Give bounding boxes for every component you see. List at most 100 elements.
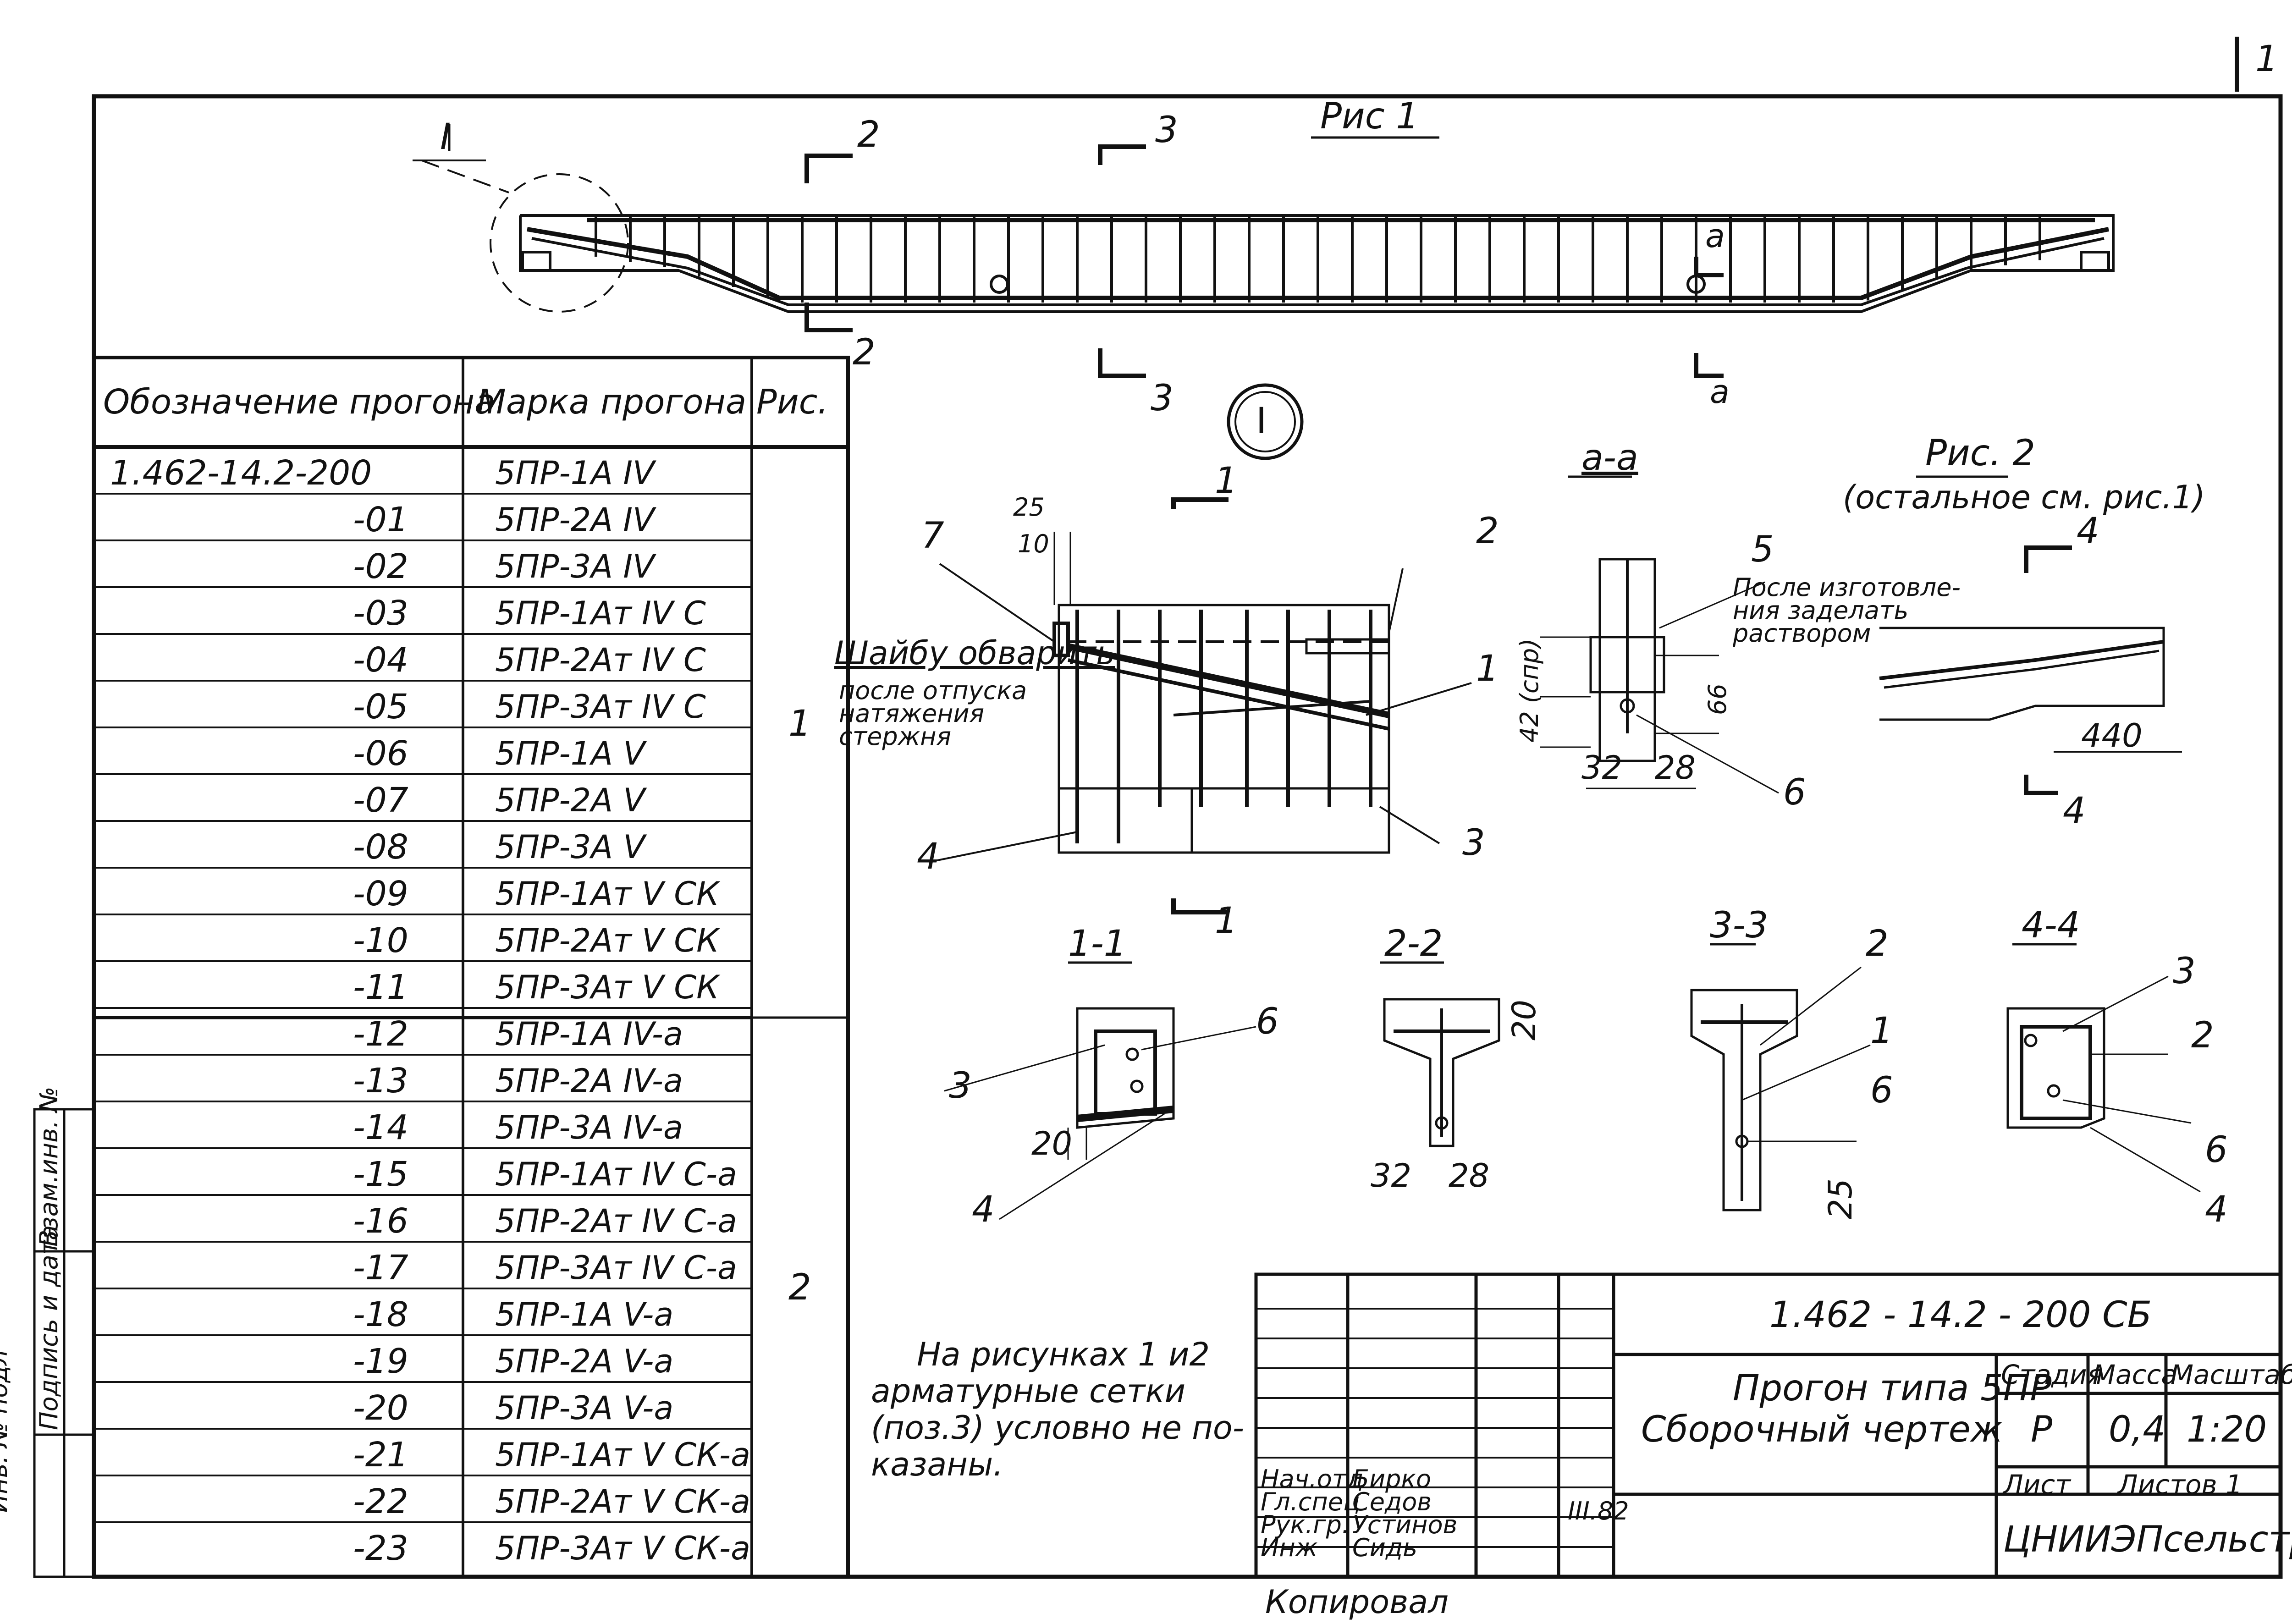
table-row-mark: 5ПР-3А IV	[495, 548, 655, 585]
section-3-3	[1690, 943, 1871, 1211]
detail-dim-25: 25	[1013, 493, 1045, 522]
title-block	[1254, 1272, 2282, 1579]
section-44-c3: 3	[2173, 951, 2196, 992]
fig-group-1: 1	[788, 703, 811, 744]
person-name: Устинов	[1352, 1510, 1458, 1539]
table-row-mark: 5ПР-1А IV	[495, 454, 655, 492]
table-row-code: -12	[353, 1014, 408, 1054]
detail-callout-2: 2	[1476, 511, 1499, 552]
table-row-code: -17	[353, 1248, 408, 1288]
section-22-dim20: 20	[1505, 999, 1543, 1040]
section-mark-2-top: 2	[857, 114, 880, 155]
note-line-3: (поз.3) условно не по-	[871, 1409, 1244, 1447]
table-row-mark: 5ПР-2А V	[495, 782, 645, 819]
table-row-code: -01	[353, 500, 408, 539]
fig-group-2: 2	[788, 1267, 811, 1308]
table-row-code: -20	[353, 1388, 408, 1428]
section-11-c3: 3	[949, 1065, 972, 1107]
side-stamp	[33, 1108, 95, 1578]
figure-2-cut-bottom: 4	[2063, 790, 2086, 831]
section-33-c1: 1	[1870, 1010, 1893, 1051]
section-aa-note-1: После изготовле-	[1733, 573, 1961, 602]
role-label: Гл.спец	[1261, 1487, 1360, 1516]
table-row-mark: 5ПР-2А IV	[495, 501, 655, 539]
section-aa-title: а-а	[1581, 437, 1638, 479]
table-row-code: -06	[353, 734, 408, 773]
detail-callout-1: 1	[1476, 648, 1499, 689]
table-row-mark: 5ПР-2А IV-а	[495, 1062, 683, 1100]
sheet-number: 1	[2255, 39, 2278, 80]
table-row-mark: 5ПР-1Ат IV С	[495, 595, 706, 632]
node-marker-label: I	[1256, 401, 1267, 442]
section-aa-note-2: ния заделать	[1733, 596, 1909, 625]
washer-note: Шайбу обварить	[834, 634, 1115, 672]
section-mark-2-bottom: 2	[853, 332, 876, 373]
figure-2-dim-440: 440	[2081, 717, 2143, 754]
table-row-code: -03	[353, 594, 408, 633]
section-aa-callout-5: 5	[1751, 529, 1774, 570]
sheets-header: Листов 1	[2118, 1469, 2242, 1500]
person-name: Бирко	[1352, 1464, 1432, 1493]
detail-dim-10: 10	[1018, 529, 1049, 558]
table-row-mark: 5ПР-1Ат IV С-а	[495, 1156, 737, 1193]
section-aa-callout-6: 6	[1783, 772, 1806, 813]
section-33-c2: 2	[1866, 923, 1889, 964]
figure-2-title: Рис. 2	[1925, 433, 2035, 474]
mass-header: Масса	[2093, 1359, 2177, 1390]
role-label: Рук.гр.	[1261, 1510, 1350, 1539]
table-row-code: -15	[353, 1155, 408, 1194]
mass-value: 0,4	[2109, 1409, 2166, 1450]
stamp-inv: Инв. № подл	[0, 1349, 13, 1513]
section-4-4	[2006, 943, 2201, 1193]
table-row-mark: 5ПР-3А IV-а	[495, 1109, 683, 1146]
table-row-code: -02	[353, 547, 408, 586]
table-row-code: -05	[353, 687, 408, 727]
section-a-a	[1540, 475, 1779, 794]
table-row-mark: 5ПР-2Ат V СК-а	[495, 1483, 750, 1520]
detail-callout-7: 7	[921, 515, 944, 556]
table-row-code: -22	[353, 1482, 408, 1521]
table-row-mark: 5ПР-1А IV-а	[495, 1015, 683, 1053]
table-row-code: -10	[353, 921, 408, 960]
table-row-code: -21	[353, 1435, 408, 1475]
detail-callout-3: 3	[1462, 822, 1485, 864]
table-row-code: -18	[353, 1295, 408, 1334]
section-11-c6: 6	[1256, 1001, 1279, 1042]
role-label: Инж	[1261, 1533, 1318, 1562]
figure-2-cut-top: 4	[2077, 511, 2099, 552]
note-line-1: На рисунках 1 и2	[917, 1336, 1210, 1373]
detail-cut-1-top: 1	[1215, 460, 1238, 501]
stamp-sign: Подпись и дата	[34, 1225, 63, 1430]
node-marker	[1227, 383, 1304, 460]
section-2-2	[1380, 961, 1500, 1147]
table-row-code: -04	[353, 640, 408, 680]
table-row-mark: 5ПР-3Ат V СК-а	[495, 1530, 750, 1567]
section-22-title: 2-2	[1384, 923, 1443, 964]
doc-code: 1.462 - 14.2 - 200 СБ	[1769, 1294, 2152, 1336]
table-row-code: -13	[353, 1061, 408, 1101]
section-aa-dim-32: 32	[1581, 749, 1623, 787]
section-mark-3-bottom: 3	[1151, 378, 1174, 419]
table-row-code: -16	[353, 1201, 408, 1241]
table-row-mark: 5ПР-2Ат IV С-а	[495, 1202, 737, 1240]
table-row-code: 1.462-14.2-200	[110, 453, 372, 493]
doc-name-2: Сборочный чертеж	[1641, 1409, 2003, 1450]
section-mark-3-top: 3	[1155, 110, 1178, 151]
table-row-mark: 5ПР-3Ат IV С	[495, 688, 706, 726]
scale-value: 1:20	[2187, 1409, 2267, 1450]
table-row-mark: 5ПР-3Ат IV С-а	[495, 1249, 737, 1287]
sheet-header: Лист	[2003, 1469, 2071, 1500]
after-note-3: стержня	[839, 722, 952, 751]
table-row-code: -19	[353, 1342, 408, 1381]
section-aa-dim-28: 28	[1655, 749, 1696, 787]
role-label: Нач.отд	[1261, 1464, 1364, 1493]
stamp-replace: Взам.инв. №	[34, 1086, 63, 1247]
figure-1-title: Рис 1	[1320, 96, 1419, 137]
table-row-code: -23	[353, 1529, 408, 1568]
header-fig: Рис.	[756, 382, 828, 422]
section-aa-dim-42: 42 (спр)	[1515, 638, 1544, 743]
schedule-table	[92, 356, 850, 1579]
table-row-mark: 5ПР-3А V	[495, 828, 645, 866]
stage-header: Стадия	[2001, 1359, 2103, 1390]
table-row-code: -09	[353, 874, 408, 914]
